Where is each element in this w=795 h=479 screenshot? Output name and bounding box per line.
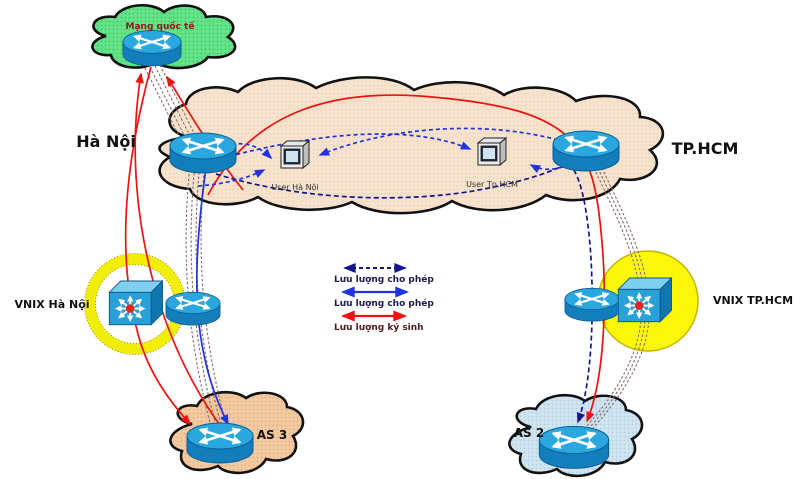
region-label-tphcm: TP.HCM xyxy=(672,139,739,158)
router-icon-international xyxy=(123,31,181,66)
as3-cloud-label: AS 3 xyxy=(257,428,287,442)
region-label-hanoi: Hà Nội xyxy=(76,132,136,151)
legend-label-parasitic: Lưu lượng ký sinh xyxy=(334,323,424,333)
arrow-hcm-router-to-user-hn xyxy=(318,127,579,156)
international-cloud-label: Mạng quốc tế xyxy=(126,21,196,32)
router-icon-hanoi xyxy=(170,133,236,173)
user-label-hanoi: User Hà Nội xyxy=(271,182,318,192)
arrow-hn-router-to-user-hcm xyxy=(215,133,472,161)
allowed-flow-hanoi-to-as3 xyxy=(195,167,229,426)
router-icon-as2 xyxy=(539,426,608,468)
legend-label-allowed-dashed: Lưu lượng cho phép xyxy=(334,274,434,285)
vnix-label-tphcm: VNIX TP.HCM xyxy=(713,294,793,307)
legend: Lưu lượng cho phép Lưu lượng cho phép Lư… xyxy=(334,263,434,333)
user-pc-icon-tphcm xyxy=(477,137,507,166)
red-flow-as3-to-international xyxy=(134,72,223,429)
as2-cloud-label: AS 2 xyxy=(514,426,544,440)
switch-icon-vnix-tphcm xyxy=(618,278,671,322)
user-label-tphcm: User Tp.HCM xyxy=(466,180,518,189)
link-bundle-tphcm-as2 xyxy=(584,163,650,429)
link-bundle-international xyxy=(140,56,202,151)
router-icon-tphcm xyxy=(553,131,619,171)
legend-label-allowed-solid: Lưu lượng cho phép xyxy=(334,298,434,309)
user-pc-icon-hanoi xyxy=(280,140,310,169)
router-icon-vnix-tphcm xyxy=(565,288,619,321)
arrow-hn-low-to-user-hn xyxy=(197,169,266,187)
router-icon-vnix-hanoi xyxy=(166,292,220,325)
red-flow-up-short xyxy=(166,75,244,191)
backbone-cloud xyxy=(158,76,665,215)
switch-icon-vnix-hanoi xyxy=(109,281,162,325)
vnix-label-hanoi: VNIX Hà Nội xyxy=(14,298,89,311)
arrow-hcm-router-to-user-hcm xyxy=(529,161,577,174)
router-icon-as3 xyxy=(187,423,253,463)
